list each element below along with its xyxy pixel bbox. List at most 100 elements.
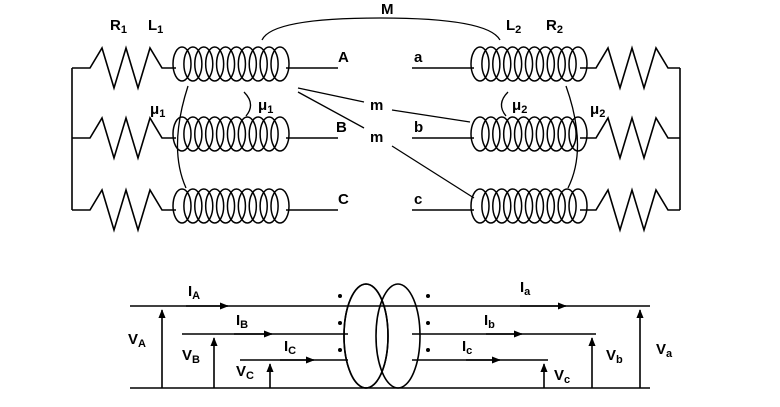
mu-right-inner-bracket: [500, 91, 509, 117]
coil-turn: [215, 188, 236, 224]
m-line-upper-b: [391, 109, 471, 123]
mu-right-inner-label: μ2: [512, 97, 527, 116]
resistor-R2-label: R2: [546, 17, 563, 36]
mu-left-inner-bracket: [243, 91, 252, 117]
voltage-VB-label: VB: [182, 347, 200, 366]
coil-turn: [226, 116, 247, 152]
coil-turn: [194, 46, 214, 82]
coil-turn: [502, 188, 523, 224]
resistor-right-a: [580, 45, 680, 91]
coil-turn: [524, 116, 545, 152]
polarity-dot-left-3: [338, 348, 342, 352]
coil-turn: [557, 188, 577, 224]
coil-turn: [215, 116, 236, 152]
inductor-coil-left-B: [172, 116, 290, 152]
coil-turn: [546, 188, 566, 224]
coil-turn: [172, 116, 192, 152]
m-line-lower: [297, 91, 365, 129]
polarity-dot-left-1: [338, 294, 342, 298]
coil-turn: [481, 188, 501, 224]
inductor-L1-label: L1: [148, 17, 163, 36]
inductor-L2-label: L2: [506, 17, 521, 36]
m-upper-label: m: [370, 97, 383, 114]
voltage-VA-label: VA: [128, 331, 146, 350]
resistor-left-C: [72, 187, 176, 233]
terminal-C-label: C: [338, 191, 349, 208]
mu-left-inner-label: μ1: [258, 97, 273, 116]
coil-turn: [172, 188, 192, 224]
coil-turn: [492, 188, 512, 224]
terminal-B-label: B: [336, 119, 347, 136]
coil-turn: [237, 116, 258, 152]
voltage-Vc-label: Vc: [554, 367, 570, 386]
polarity-dot-right-3: [426, 348, 430, 352]
coil-turn: [204, 46, 225, 82]
m-line-lower-c: [391, 145, 475, 199]
polarity-dot-right-1: [426, 294, 430, 298]
voltage-Va-label: Va: [656, 341, 673, 360]
coil-turn: [502, 46, 523, 82]
coil-turn: [194, 188, 214, 224]
coil-turn: [259, 188, 279, 224]
coil-turn: [546, 116, 566, 152]
m-lower-label: m: [370, 129, 383, 146]
coil-turn: [183, 116, 203, 152]
coil-turn: [470, 116, 490, 152]
m-line-upper: [297, 87, 365, 103]
coil-turn: [513, 188, 534, 224]
current-IC-label: IC: [284, 338, 296, 357]
coil-turn: [492, 46, 512, 82]
terminal-a-label: a: [414, 49, 423, 66]
current-IA-label: IA: [188, 283, 200, 302]
coil-turn: [204, 116, 225, 152]
coil-turn: [194, 116, 214, 152]
inductor-coil-right-b: [470, 116, 588, 152]
coil-turn: [248, 116, 268, 152]
current-Ib-label: Ib: [484, 312, 495, 331]
inductor-coil-left-A: [172, 46, 290, 82]
core-ellipse-right: [375, 283, 421, 389]
resistor-left-B: [72, 115, 176, 161]
coil-turn: [270, 46, 290, 82]
coil-turn: [470, 46, 490, 82]
resistor-left-A: [72, 45, 176, 91]
current-Ia-label: Ia: [520, 279, 531, 298]
coil-turn: [568, 46, 588, 82]
coil-turn: [535, 116, 556, 152]
coil-turn: [226, 46, 247, 82]
coil-turn: [481, 46, 501, 82]
inductor-coil-right-c: [470, 188, 588, 224]
coil-turn: [492, 116, 512, 152]
polarity-dot-right-2: [426, 321, 430, 325]
terminal-b-label: b: [414, 119, 423, 136]
coil-turn: [524, 46, 545, 82]
terminal-c-label: c: [414, 191, 422, 208]
coil-turn: [215, 46, 236, 82]
coil-turn: [535, 46, 556, 82]
resistor-right-b: [580, 115, 680, 161]
mu-left-outer-bracket: [176, 85, 189, 189]
voltage-VC-label: VC: [236, 363, 254, 382]
coil-turn: [513, 46, 534, 82]
coil-turn: [557, 46, 577, 82]
coil-turn: [237, 46, 258, 82]
coil-turn: [204, 188, 225, 224]
mu-left-outer-label: μ1: [150, 101, 165, 120]
coil-turn: [557, 116, 577, 152]
coil-turn: [470, 188, 490, 224]
top-circuit: R1 L1 M L2 R2 μ1 μ1 μ2 μ2 m m A B C a b …: [71, 1, 681, 233]
resistor-right-c: [580, 187, 680, 233]
bottom-circuit: IA IB IC Ia Ib Ic VA VB VC Va Vb Vc: [128, 279, 673, 389]
current-IB-label: IB: [236, 312, 248, 331]
coil-turn: [270, 116, 290, 152]
coil-turn: [568, 188, 588, 224]
mu-right-outer-label: μ2: [590, 101, 605, 120]
terminal-A-label: A: [338, 49, 349, 66]
coil-turn: [524, 188, 545, 224]
coil-turn: [248, 188, 268, 224]
coil-turn: [248, 46, 268, 82]
coil-turn: [183, 46, 203, 82]
current-Ic-label: Ic: [462, 338, 472, 357]
voltage-Vb-label: Vb: [606, 347, 623, 366]
